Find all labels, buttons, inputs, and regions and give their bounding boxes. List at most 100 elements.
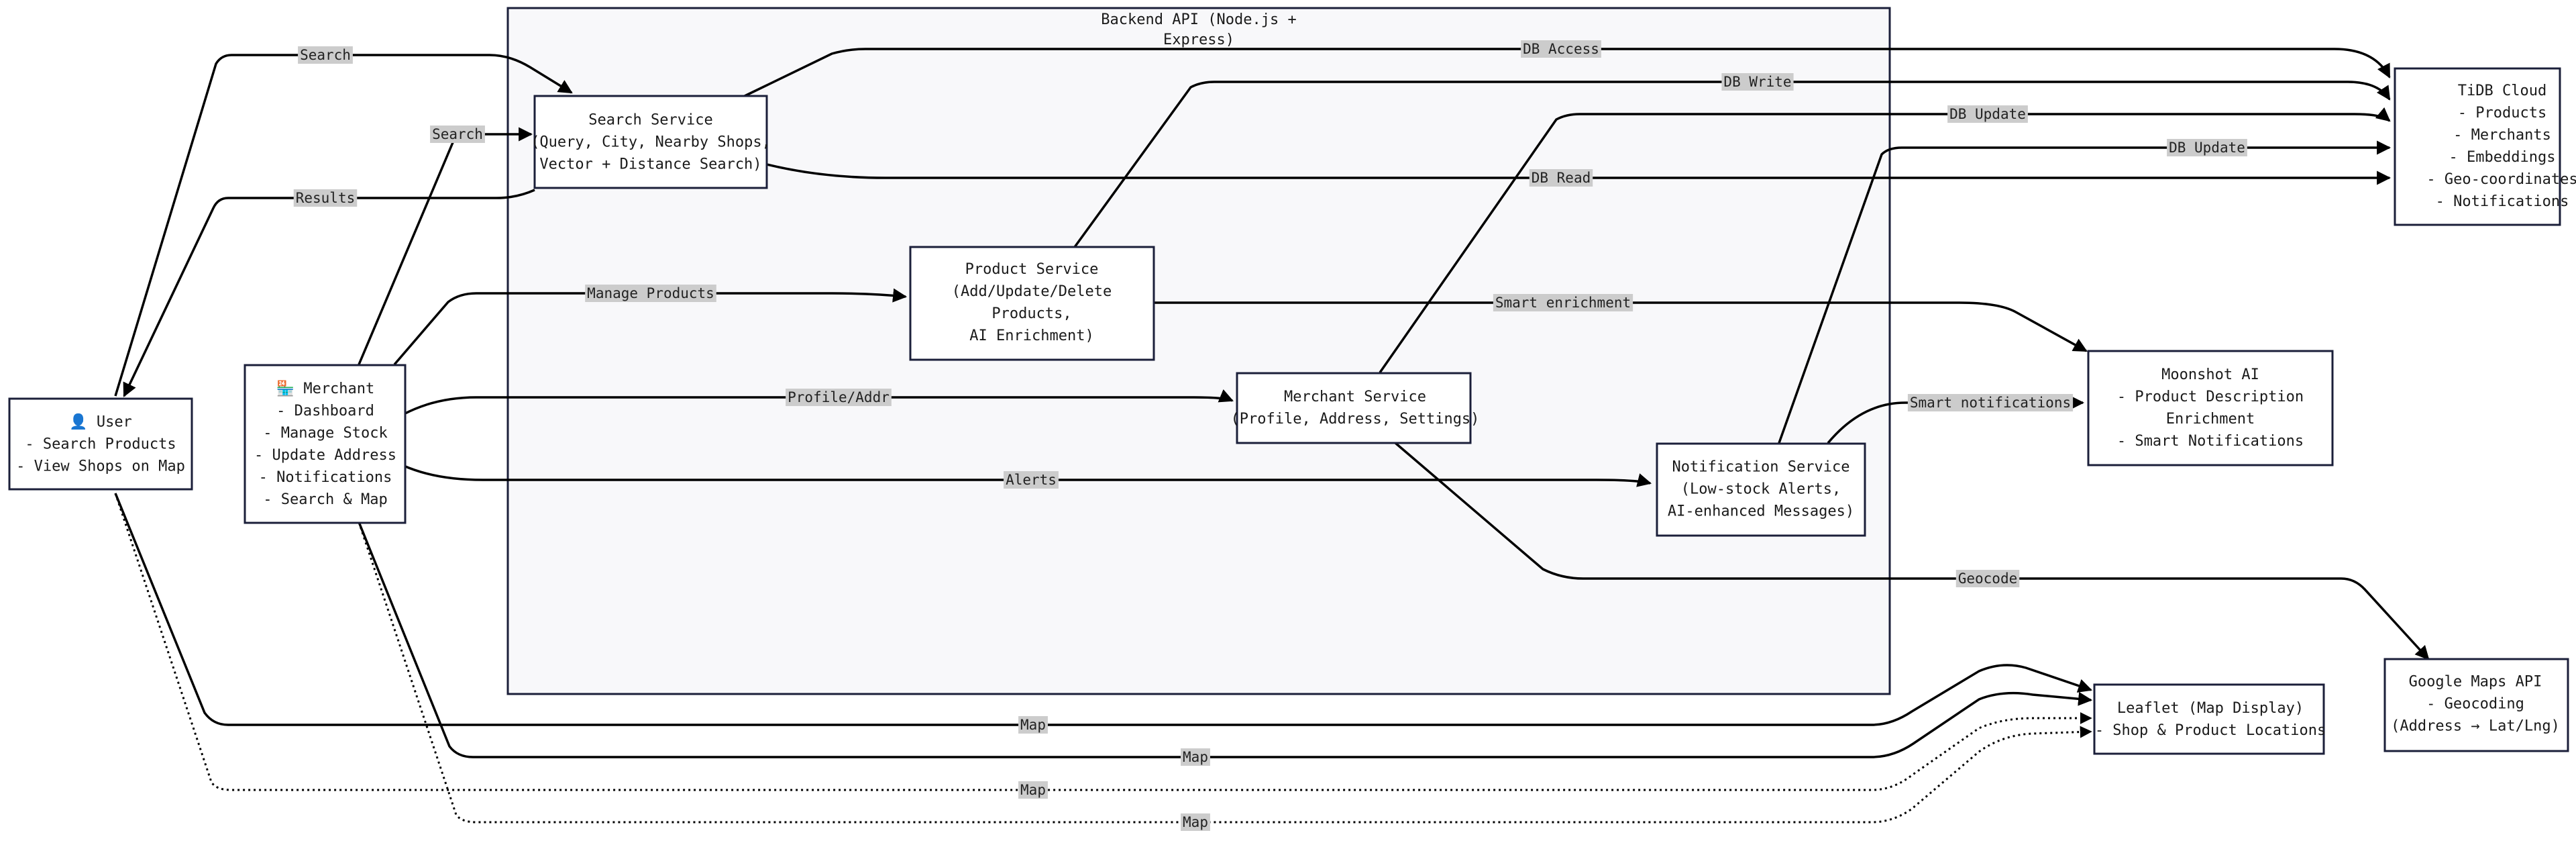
node-product-service[interactable]: Product Service (Add/Update/DeleteProduct… [909,246,1155,361]
node-merchant-service[interactable]: Merchant Service (Profile, Address, Setti… [1231,372,1480,444]
edge-label-background [1493,294,1633,311]
moonshot-line-1: Moonshot AI [2161,366,2259,383]
edge-label-text: Smart notifications [1910,395,2071,411]
edge-label-search-db-read: DB Read [1529,169,1593,187]
edge-label-text: Results [296,190,356,206]
edge-label-text: DB Read [1532,170,1591,186]
edge-label-text: DB Update [2169,140,2245,156]
node-search-service[interactable]: Search Service (Query, City, Nearby Shops… [531,95,771,189]
edge-label-search-db-access: DB Access [1521,40,1601,58]
edge-labels: Search Results Search DB Access DB Read … [293,40,2247,831]
product-service-line-3: Products, [991,305,1071,322]
edge-label-background [293,189,358,207]
cluster-title-line-1: Backend API (Node.js + [1101,11,1296,28]
node-moonshot-ai[interactable]: Moonshot AI- Product DescriptionEnrichme… [2087,350,2334,466]
notification-service-line-1: Notification Service [1672,459,1850,476]
edge-label-text: DB Write [1723,74,1791,90]
edge-label-text: Geocode [1958,570,2018,587]
edge-merchant-db-update [1379,107,2391,374]
product-service-line-2: (Add/Update/Delete [952,283,1112,300]
node-tidb-cloud[interactable]: TiDB Cloud - Products - Merchants - Embeddi… [2394,67,2576,226]
edge-label-text: Profile/Addr [788,389,890,405]
edge-label-background [786,389,892,406]
edge-label-user-map: Map [1018,716,1048,734]
edge-label-background [430,126,485,143]
edge-profile-addr [403,389,1234,415]
edge-label-background [585,285,716,302]
edge-label-background [1018,781,1048,799]
edge-label-smart-notifications: Smart notifications [1907,394,2074,411]
edge-manage-products [393,288,908,366]
edge-label-merchant-db-update: DB Update [1947,105,2028,123]
edge-label-background [1529,169,1593,187]
edge-label-user-map-dotted: Map [1018,781,1048,799]
edge-label-merchant-search: Search [430,126,485,143]
edge-label-text: Map [1183,814,1208,830]
tidb-line-4: - Embeddings [2449,149,2556,166]
edge-label-background [298,46,353,64]
merchant-line-4: - Update Address [254,447,396,464]
edge-label-background [1947,105,2028,123]
node-leaflet[interactable]: Leaflet (Map Display)- Shop & Product Lo… [2093,683,2326,755]
edge-label-user-search: Search [298,46,353,64]
edge-notification-db-update [1778,140,2392,444]
merchant-service-line-2: (Profile, Address, Settings) [1231,411,1480,428]
edge-label-text: Manage Products [587,285,714,301]
merchant-line-1: 🏪 Merchant [276,380,375,397]
edge-label-manage-products: Manage Products [585,285,716,302]
user-line-2: - Search Products [25,436,176,453]
edge-label-text: Map [1020,717,1046,733]
edge-smart-enrichment [1154,301,2088,352]
edge-label-geocode: Geocode [1955,570,2020,587]
tidb-line-6: - Notifications [2436,193,2569,210]
merchant-line-3: - Manage Stock [263,425,387,442]
edge-label-text: Map [1183,749,1208,765]
edge-label-background [2167,139,2247,156]
edge-label-text: DB Update [1949,106,2026,122]
tidb-line-1: TiDB Cloud [2458,83,2546,99]
edge-search-results [123,189,535,397]
google-maps-line-3: (Address → Lat/Lng) [2391,718,2560,735]
edge-label-text: Alerts [1006,472,1057,488]
edge-label-smart-enrichment: Smart enrichment [1493,294,1633,311]
cluster-title-line-2: Express) [1163,32,1234,48]
edge-label-background [1521,40,1601,58]
edge-label-text: Map [1020,782,1046,798]
user-line-1: 👤 User [69,413,132,431]
node-notification-service[interactable]: Notification Service (Low-stock Alerts, AI… [1656,442,1866,537]
edge-label-text: Smart enrichment [1495,295,1631,311]
google-maps-line-1: Google Maps API [2409,674,2542,691]
edge-label-background [1721,73,1794,91]
edge-label-background [1004,471,1059,489]
edge-alerts [403,464,1652,487]
tidb-line-3: - Merchants [2453,127,2551,144]
edge-label-merchant-map: Map [1181,748,1210,766]
user-line-3: - View Shops on Map [16,458,185,475]
search-service-line-1: Search Service [588,112,712,129]
product-service-line-1: Product Service [965,261,1099,278]
notification-service-line-3: AI-enhanced Messages) [1668,503,1854,520]
edge-label-text: DB Access [1523,41,1599,57]
merchant-line-2: - Dashboard [276,403,374,419]
edge-search-db-access [744,48,2391,97]
edge-label-background [1018,716,1048,734]
notification-service-line-2: (Low-stock Alerts, [1681,481,1841,498]
node-merchant[interactable]: 🏪 Merchant - Dashboard - Manage Stock - Upd… [244,364,407,524]
moonshot-line-4: - Smart Notifications [2117,433,2304,450]
node-google-maps-api[interactable]: Google Maps API - Geocoding (Address → Lat… [2383,658,2569,752]
edge-smart-notifications [1827,395,2085,444]
google-maps-line-2: - Geocoding [2426,696,2524,713]
product-service-line-4: AI Enrichment) [969,328,1093,344]
merchant-service-line-1: Merchant Service [1284,389,1426,405]
tidb-line-2: - Products [2458,105,2546,121]
node-user[interactable]: 👤 User - Search Products - View Shops on M… [8,397,193,491]
edge-label-background [1181,748,1210,766]
edge-user-map [114,493,2092,726]
search-service-line-2: (Query, City, Nearby Shops, [531,134,771,151]
edge-label-background [1955,570,2020,587]
edge-label-search-results: Results [293,189,358,207]
nodes: 👤 User - Search Products - View Shops on M… [8,67,2576,755]
edge-label-merchant-map-dotted: Map [1181,813,1210,831]
leaflet-line-2: - Shop & Product Locations [2095,722,2326,739]
